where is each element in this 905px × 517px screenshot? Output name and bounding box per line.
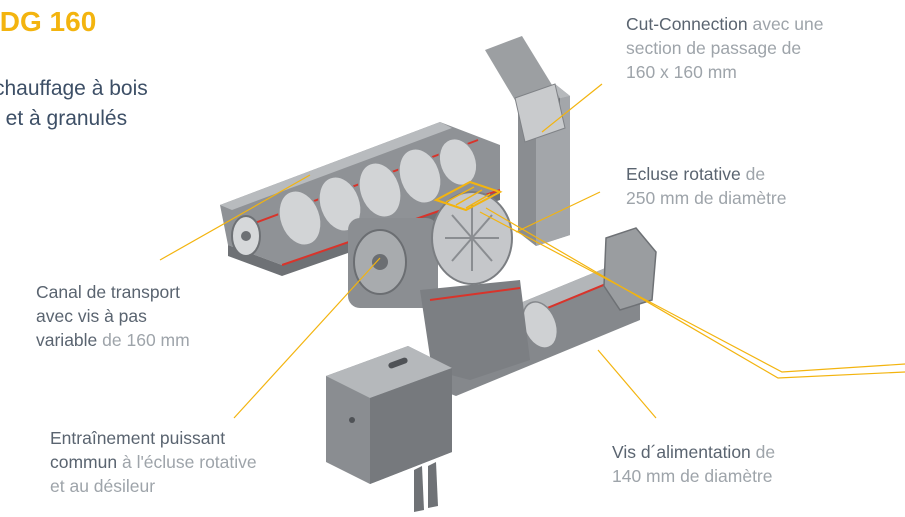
vis-text: de [750,442,776,462]
callout-canal: Canal de transport avec vis à pas variab… [36,280,190,352]
callout-ecluse: Ecluse rotative de 250 mm de diamètre [626,162,787,210]
ecluse-text: de [740,164,766,184]
entrainement-line2-text: à l'écluse rotative [117,452,257,472]
subtitle-line-1: chauffage à bois [0,77,148,100]
callout-cut-connection: Cut-Connection avec une section de passa… [626,12,824,84]
canal-line3-text: de 160 mm [97,330,190,350]
vis-line2: 140 mm de diamètre [612,466,773,486]
cut-connection-line2: section de passage de [626,38,802,58]
ecluse-label: Ecluse rotative [626,164,741,184]
cut-connection-label: Cut-Connection [626,14,748,34]
cut-connection-text: avec une [747,14,824,34]
ecluse-line2: 250 mm de diamètre [626,188,787,208]
entrainement-commun-label: commun [50,452,118,472]
canal-line1: Canal de transport [36,282,180,302]
cut-section-highlight [433,180,503,212]
end-flange [603,227,657,311]
subtitle-line-2: / et à granulés [0,107,128,130]
canal-variable-label: variable [36,330,98,350]
product-subtitle: chauffage à bois / et à granulés [0,74,148,134]
entrainement-line3: et au désileur [50,476,156,496]
canal-line2: avec vis à pas [36,306,147,326]
entrainement-line1: Entraînement puissant [50,428,226,448]
product-title: IDG 160 [0,6,97,37]
upper-screw [278,137,478,246]
leader-lines [159,83,905,419]
callout-entrainement: Entraînement puissant commun à l'écluse … [50,426,257,498]
callout-vis: Vis d´alimentation de 140 mm de diamètre [612,440,775,488]
cut-connection-flange [514,83,566,143]
cut-connection-line3: 160 x 160 mm [626,62,737,82]
vis-label: Vis d´alimentation [612,442,751,462]
